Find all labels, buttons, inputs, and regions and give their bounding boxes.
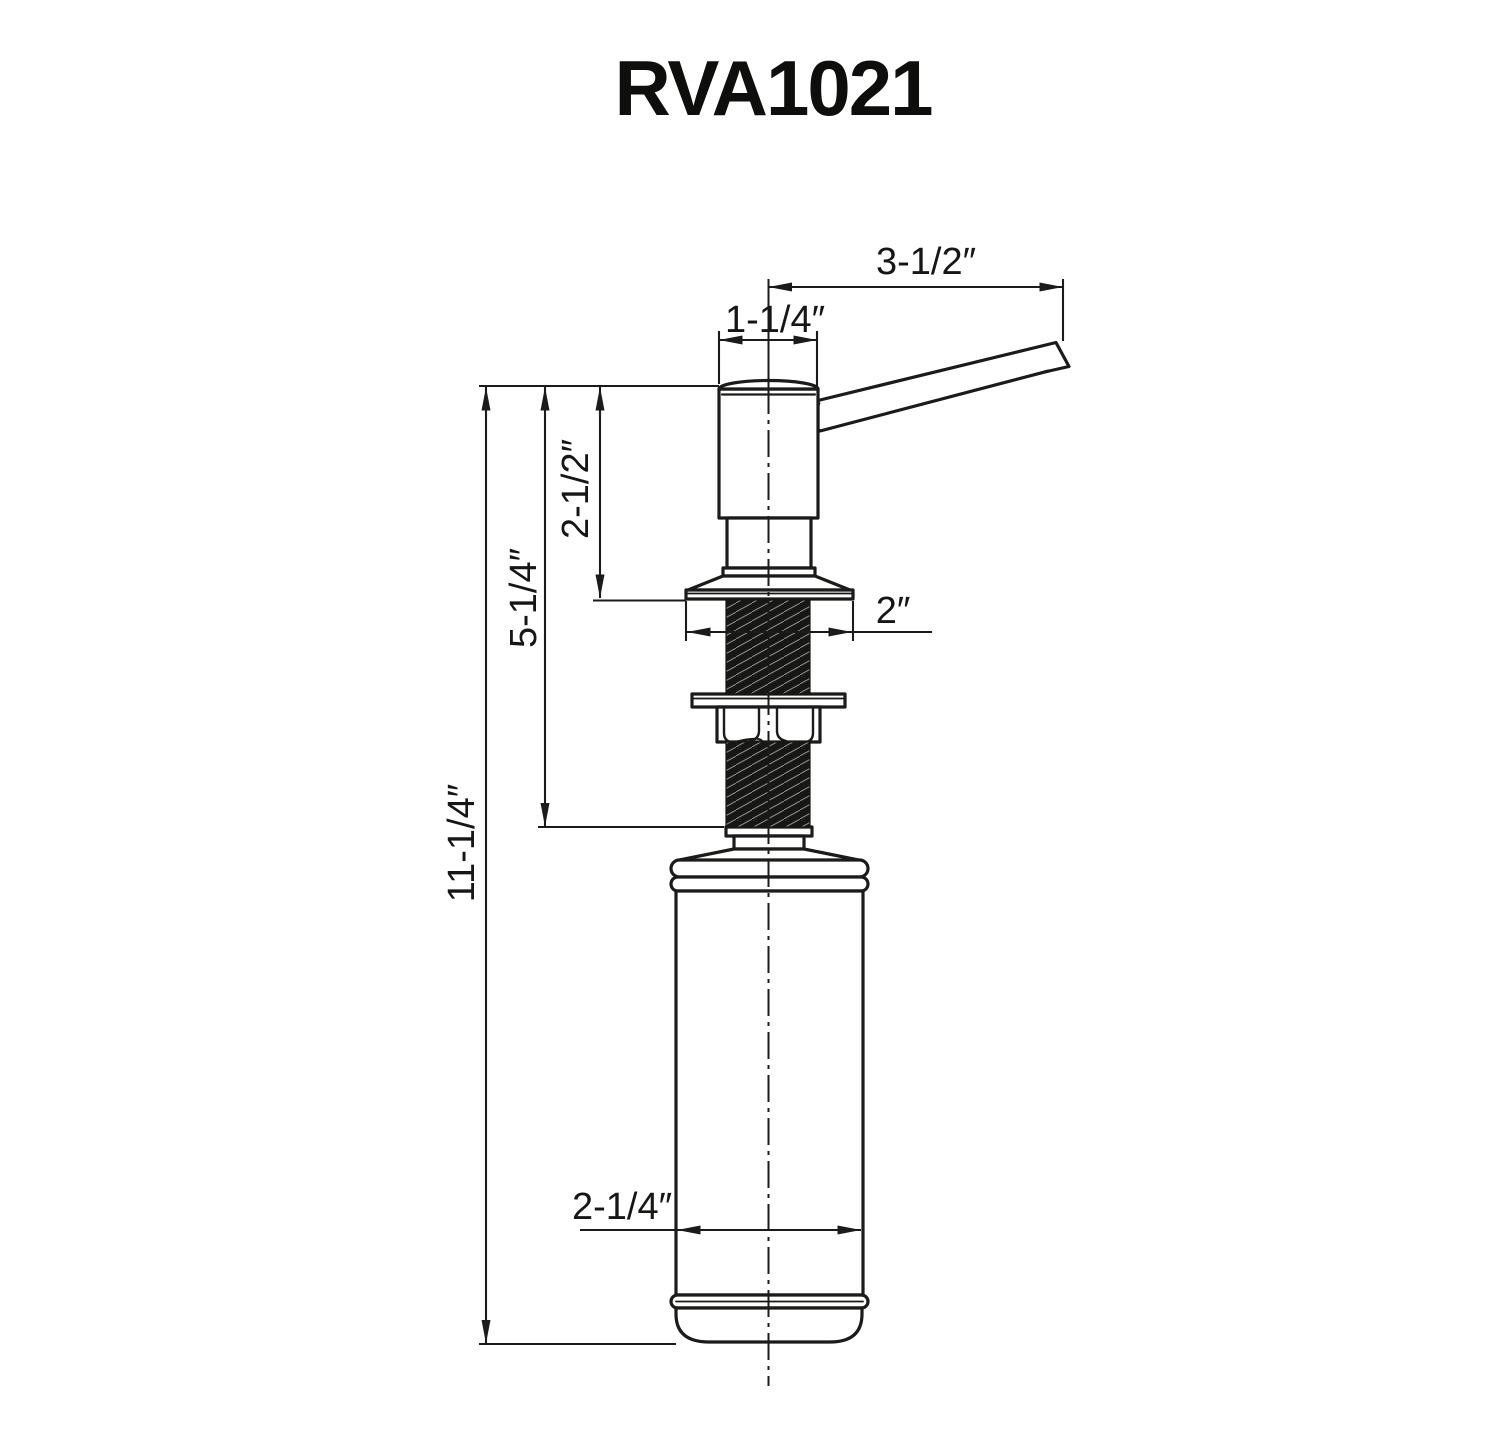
dim-label-spout-reach: 3-1/2″ xyxy=(875,241,977,283)
dimension-lines xyxy=(479,279,1065,1346)
dim-label-pump-height: 2-1/2″ xyxy=(555,438,597,540)
dimension-arrows xyxy=(481,282,1063,1344)
drawing-title: RVA1021 xyxy=(614,44,933,132)
dim-label-overall-height: 11-1/4″ xyxy=(441,783,483,903)
dim-label-deck-flange-width: 2″ xyxy=(875,590,911,632)
dim-label-above-deck-height: 5-1/4″ xyxy=(503,547,545,649)
dim-label-head-width: 1-1/4″ xyxy=(724,299,826,341)
dim-label-bottle-width: 2-1/4″ xyxy=(571,1186,673,1228)
spout xyxy=(813,340,1071,433)
